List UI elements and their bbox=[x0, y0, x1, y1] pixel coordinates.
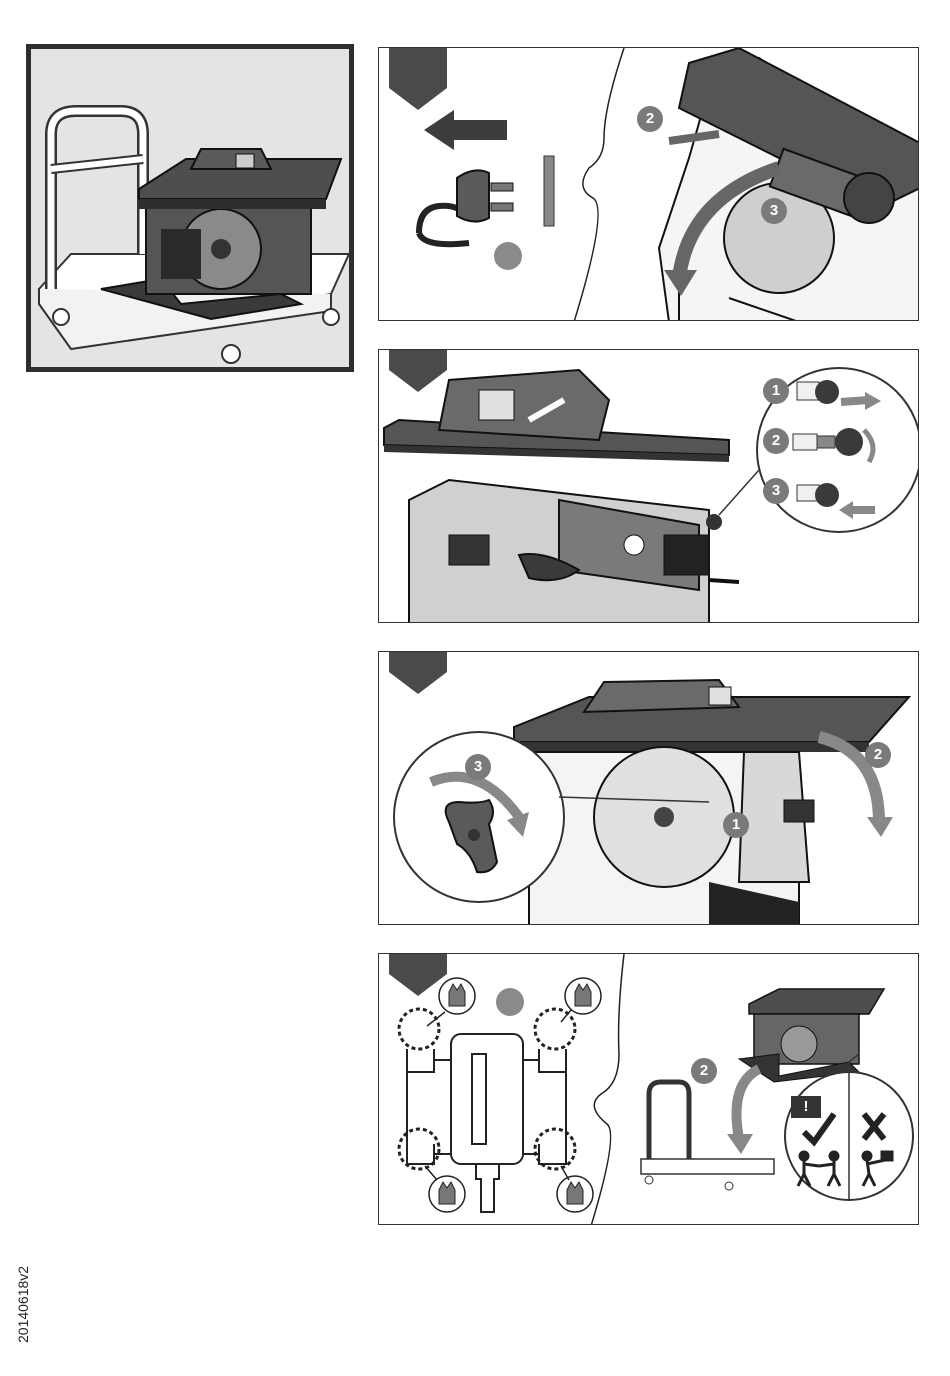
callout-3: 3 bbox=[761, 198, 787, 224]
hand-grip-icon bbox=[561, 978, 601, 1022]
step-1-panel: 2 3 bbox=[378, 47, 919, 321]
callout-1: 1 bbox=[763, 378, 789, 404]
step-4-panel: 2 ! bbox=[378, 953, 919, 1225]
callout-2: 2 bbox=[763, 428, 789, 454]
saw-on-trolley-image bbox=[31, 49, 349, 367]
power-plug-icon bbox=[457, 170, 489, 221]
arrow-left-icon bbox=[424, 110, 507, 150]
step-3-illustration bbox=[379, 652, 919, 925]
intro-illustration bbox=[26, 44, 354, 372]
callout-2: 2 bbox=[865, 742, 891, 768]
step-4-illustration bbox=[379, 954, 919, 1225]
callout-3: 3 bbox=[763, 478, 789, 504]
info-dot bbox=[494, 242, 522, 270]
callout-1: 1 bbox=[723, 812, 749, 838]
callout-2: 2 bbox=[691, 1058, 717, 1084]
hand-grip-icon bbox=[425, 1166, 465, 1212]
step-badge-icon bbox=[389, 48, 447, 110]
callout-2: 2 bbox=[637, 106, 663, 132]
hand-grip-icon bbox=[557, 1166, 593, 1212]
warning-icon: ! bbox=[791, 1096, 821, 1118]
step-badge-icon bbox=[389, 652, 447, 694]
step-3-panel: 3 2 1 bbox=[378, 651, 919, 925]
info-dot bbox=[496, 988, 524, 1016]
step-2-panel: 1 2 3 bbox=[378, 349, 919, 623]
document-revision-code: 20140618v2 bbox=[15, 1253, 31, 1343]
step-badge-icon bbox=[389, 954, 447, 996]
step-1-illustration bbox=[379, 48, 919, 321]
switch-off-icon bbox=[544, 156, 554, 226]
step-badge-icon bbox=[389, 350, 447, 392]
step-2-illustration bbox=[379, 350, 919, 623]
callout-3: 3 bbox=[465, 754, 491, 780]
hand-grip-icon bbox=[427, 978, 475, 1026]
